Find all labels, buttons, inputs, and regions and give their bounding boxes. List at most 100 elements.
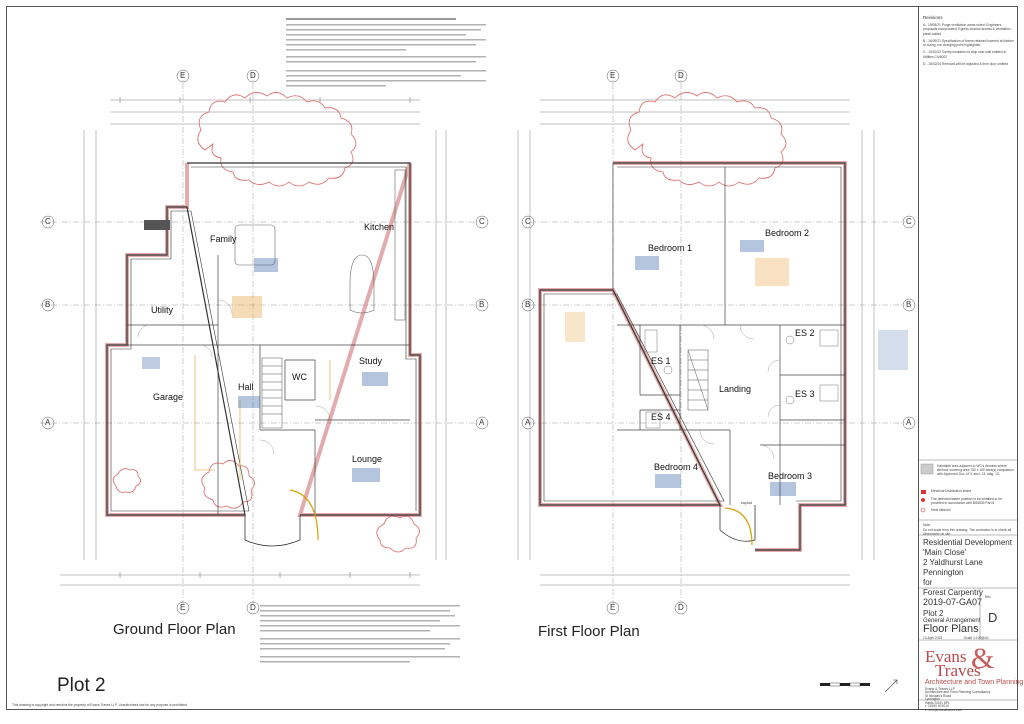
firm-address-line-6: t: 01590 676010 [925,704,949,709]
revision-cloud-front-right [376,515,420,553]
grid-label-a-left: A [45,418,51,427]
note-text: Do not scale from this drawing. The cont… [923,528,1012,537]
revision-c: C - 10/02/22 Gently insulation to stop s… [923,50,1007,59]
firm-logo-ampersand: & [971,642,995,675]
firm-logo-evans: Evans [925,647,967,666]
ground-floor-plan-title: Ground Floor Plan [113,621,236,638]
first-floor-plan-title: First Floor Plan [538,623,640,640]
grid-label-e-top: E [180,71,186,80]
firm-logo-traves: Traves [935,661,981,680]
room-cupboard: cupbd [741,500,752,505]
room-bedroom-2: Bedroom 2 [765,228,810,238]
revisions-heading: Revisions [923,15,943,20]
rev-label: Rev [985,595,991,599]
first-external-wall [539,162,846,551]
revisions-list: A - 19/08/21 Purge ventilation areas not… [923,23,1015,69]
project-line-4: Pennington [923,568,964,577]
dining-table [234,224,276,266]
grid-label-a-first-left: A [525,418,531,427]
kitchen-island [349,254,375,314]
scale-bar [820,682,870,687]
grid-label-d-top: D [250,71,256,80]
ground-floor-plan [40,18,486,663]
grid-label-c-right: C [479,217,485,226]
first-bay-window [719,505,756,546]
room-kitchen: Kitchen [364,222,395,232]
north-arrow-icon [884,679,898,693]
room-bedroom-3: Bedroom 3 [768,471,813,481]
es2-shower [819,329,839,347]
project-line-2: 'Main Close' [923,548,967,557]
project-line-3: 2 Yaldhurst Lane [923,558,983,567]
note-heading: Note: [923,523,931,527]
kitchen-units [394,169,406,321]
room-bedroom-1: Bedroom 1 [648,243,693,253]
grid-label-c-left: C [45,217,51,226]
ground-stairs [261,357,283,429]
grid-label-a-first-right: A [906,418,912,427]
es3-shower [819,384,839,402]
drawing-general: General Arrangement [923,618,981,624]
legend-heat-detector-text: Heat detector [931,508,951,512]
revision-cloud-rear [197,92,357,187]
legend-habitable-swatch [920,463,934,475]
room-hall: Hall [238,382,254,392]
firm-address-line-1: Evans & Traves LLP [925,687,955,691]
project-line-6: Forest Carpentry [923,588,984,597]
room-es-3: ES 3 [795,389,815,399]
revision-d: D - 18/02/24 Removal will be adjusted & … [923,61,1009,66]
revision-cloud-front-left [201,460,255,509]
grid-label-c-first-right: C [906,217,912,226]
legend-habitable-text: Habitable area adjacent to WC's denotes … [937,464,1014,477]
current-revision: D [988,610,998,625]
grid-label-b-first-right: B [906,300,912,309]
room-landing: Landing [719,384,752,394]
firm-address-line-5: Hants SO41 6PL [925,700,950,705]
revision-a: A - 19/08/21 Purge ventilation areas not… [923,23,1011,36]
firm-address-line-4: Lymington [925,697,941,702]
grid-label-a-right: A [479,418,485,427]
room-es-2: ES 2 [795,328,815,338]
project-line-5: for [923,578,933,587]
room-utility: Utility [151,305,173,315]
legend-smoke-detector-icon [921,498,925,502]
grid-label-b-first-left: B [525,300,531,309]
room-garage: Garage [153,392,184,402]
revision-cloud-first-rear [627,92,787,187]
project-details: Residential Development 'Main Close' 2 Y… [923,538,1012,598]
room-bedroom-4: Bedroom 4 [654,462,699,472]
ground-external-wall [106,162,421,516]
revision-cloud-garage [113,468,141,493]
firm-address-line-3: St Nicolas's Road [925,693,951,698]
legend-smoke-detector-text: Fire detection/alarm position to be inst… [931,497,1002,506]
title-block: Revisions A - 19/08/21 Purge ventilation… [918,6,1023,712]
es1-shower [644,329,658,353]
project-line-1: Residential Development [923,538,1012,547]
legend-distribution-board-text: Electrical Distribution board [931,489,972,493]
grid-label-e-first-bottom: E [610,603,616,612]
drawing-number: 2019-07-GA07 [923,597,983,607]
legend-distribution-board-icon [921,490,926,494]
room-family: Family [210,234,237,244]
drawing-title: Floor Plans [923,623,979,635]
grid-label-e-bottom: E [180,603,186,612]
room-lounge: Lounge [352,454,383,464]
room-wc: WC [292,372,307,382]
legend-heat-detector-icon [920,507,926,513]
drawing-scale: Scale 1:100@A1 [964,636,989,640]
first-stairs [687,349,709,411]
firm-address-line-2: Architecture and Town Planning Consultan… [925,690,991,695]
ground-bay-window [244,489,319,547]
es4-shower [645,411,661,429]
drawing-date: 13 April 2023 [923,636,943,640]
grid-label-b-left: B [45,300,51,309]
drawing-plot: Plot 2 [923,609,944,618]
grid-label-d-first-top: D [678,71,684,80]
room-study: Study [359,356,383,366]
grid-label-e-first-top: E [610,71,616,80]
firm-address-line-7: e: info@evanstraves.com [925,707,963,712]
grid-label-d-bottom: D [250,603,256,612]
grid-label-c-first-left: C [525,217,531,226]
